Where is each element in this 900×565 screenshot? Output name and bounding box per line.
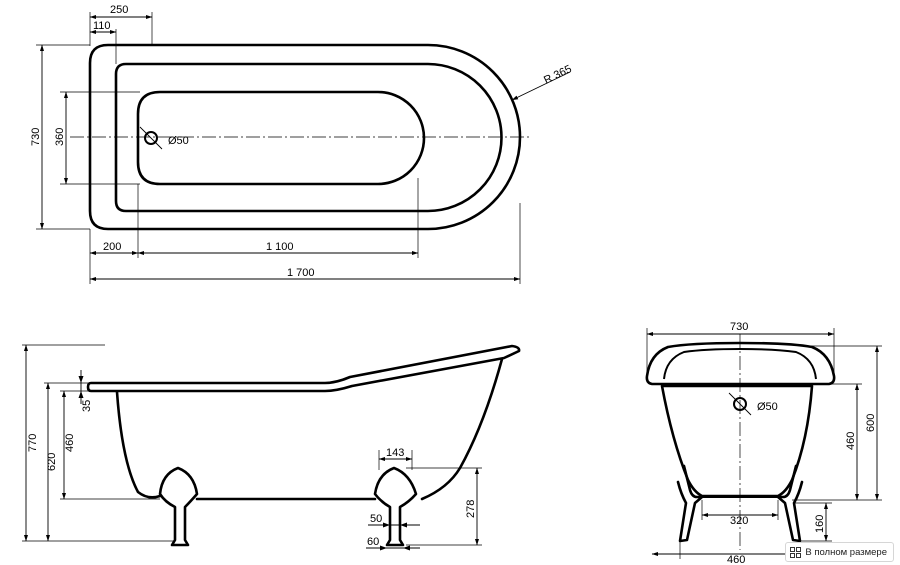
top-dim-r365: R 365 [542,63,574,87]
side-view-body-back [420,357,504,501]
end-drain-label: Ø50 [757,401,778,413]
side-view-rim [86,344,521,393]
top-view-inner-rim [114,62,503,213]
end-view-drain [733,397,747,411]
side-dim-770: 770 [27,434,39,452]
side-view-left-foot [158,466,199,547]
top-dim-1100: 1 100 [266,241,294,253]
top-dim-200: 200 [103,241,121,253]
top-view-drain [144,131,158,145]
side-view: 770 620 460 35 143 50 60 278 [22,344,521,551]
end-dim-320: 320 [730,515,748,527]
top-dim-730: 730 [30,128,42,146]
side-dim-278: 278 [465,500,477,518]
top-dim-1700: 1 700 [287,267,315,279]
side-view-body [115,390,162,499]
side-dim-35: 35 [81,400,93,412]
top-drain-label: Ø50 [168,135,189,147]
top-dim-250: 250 [110,4,128,16]
side-dim-50: 50 [370,513,382,525]
expand-icon [790,546,802,558]
side-dim-620: 620 [46,453,58,471]
end-dim-730: 730 [730,321,748,333]
top-view: Ø50 250 110 730 360 R 365 200 1 100 1 70… [30,4,574,284]
end-dim-460-width: 460 [727,554,745,565]
fullsize-button-label: В полном размере [805,546,887,558]
top-dim-360: 360 [54,128,66,146]
side-dim-143: 143 [386,447,404,459]
side-dim-60: 60 [367,536,379,548]
fullsize-button[interactable]: В полном размере [785,542,894,562]
end-dim-460-height: 460 [845,432,857,450]
top-view-outer-rim [88,43,522,231]
end-view-body [660,384,814,498]
end-dim-600: 600 [865,414,877,432]
end-view: Ø50 730 460 600 320 160 460 [645,321,882,565]
end-dim-160: 160 [814,515,826,533]
top-view-basin [136,90,426,186]
end-view-left-leg [676,464,704,543]
end-view-right-leg [776,464,804,543]
top-dim-110: 110 [93,20,111,32]
side-dim-460: 460 [64,434,76,452]
side-view-right-foot [373,466,418,547]
